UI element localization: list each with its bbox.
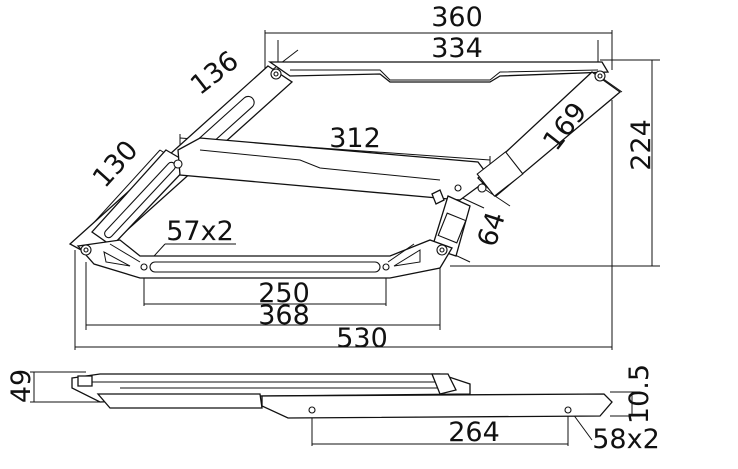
dim-334: 334 <box>431 33 483 64</box>
mount-hole <box>382 263 390 271</box>
dim-57x2: 57x2 <box>166 216 234 247</box>
pivot-hole <box>454 184 462 192</box>
side-view <box>30 371 640 446</box>
top-plate <box>267 61 610 83</box>
pivot-hole <box>477 183 487 193</box>
dim-64: 64 <box>472 208 512 250</box>
dim-224: 224 <box>626 119 657 171</box>
top-view-mechanism <box>68 61 622 279</box>
mount-hole <box>140 263 148 271</box>
dim-10-5: 10.5 <box>624 364 655 424</box>
dim-250: 250 <box>258 278 310 309</box>
dim-49: 49 <box>6 369 37 403</box>
mount-hole <box>564 406 572 414</box>
dim-136: 136 <box>185 45 245 101</box>
dim-58x2: 58x2 <box>592 424 660 455</box>
dim-368: 368 <box>258 300 310 331</box>
side-base-plate <box>261 393 613 419</box>
pivot-hole <box>173 159 183 169</box>
dim-530: 530 <box>336 323 388 354</box>
dim-264: 264 <box>448 417 500 448</box>
mount-hole <box>308 406 316 414</box>
dim-360: 360 <box>431 2 483 33</box>
dim-312: 312 <box>329 123 381 154</box>
